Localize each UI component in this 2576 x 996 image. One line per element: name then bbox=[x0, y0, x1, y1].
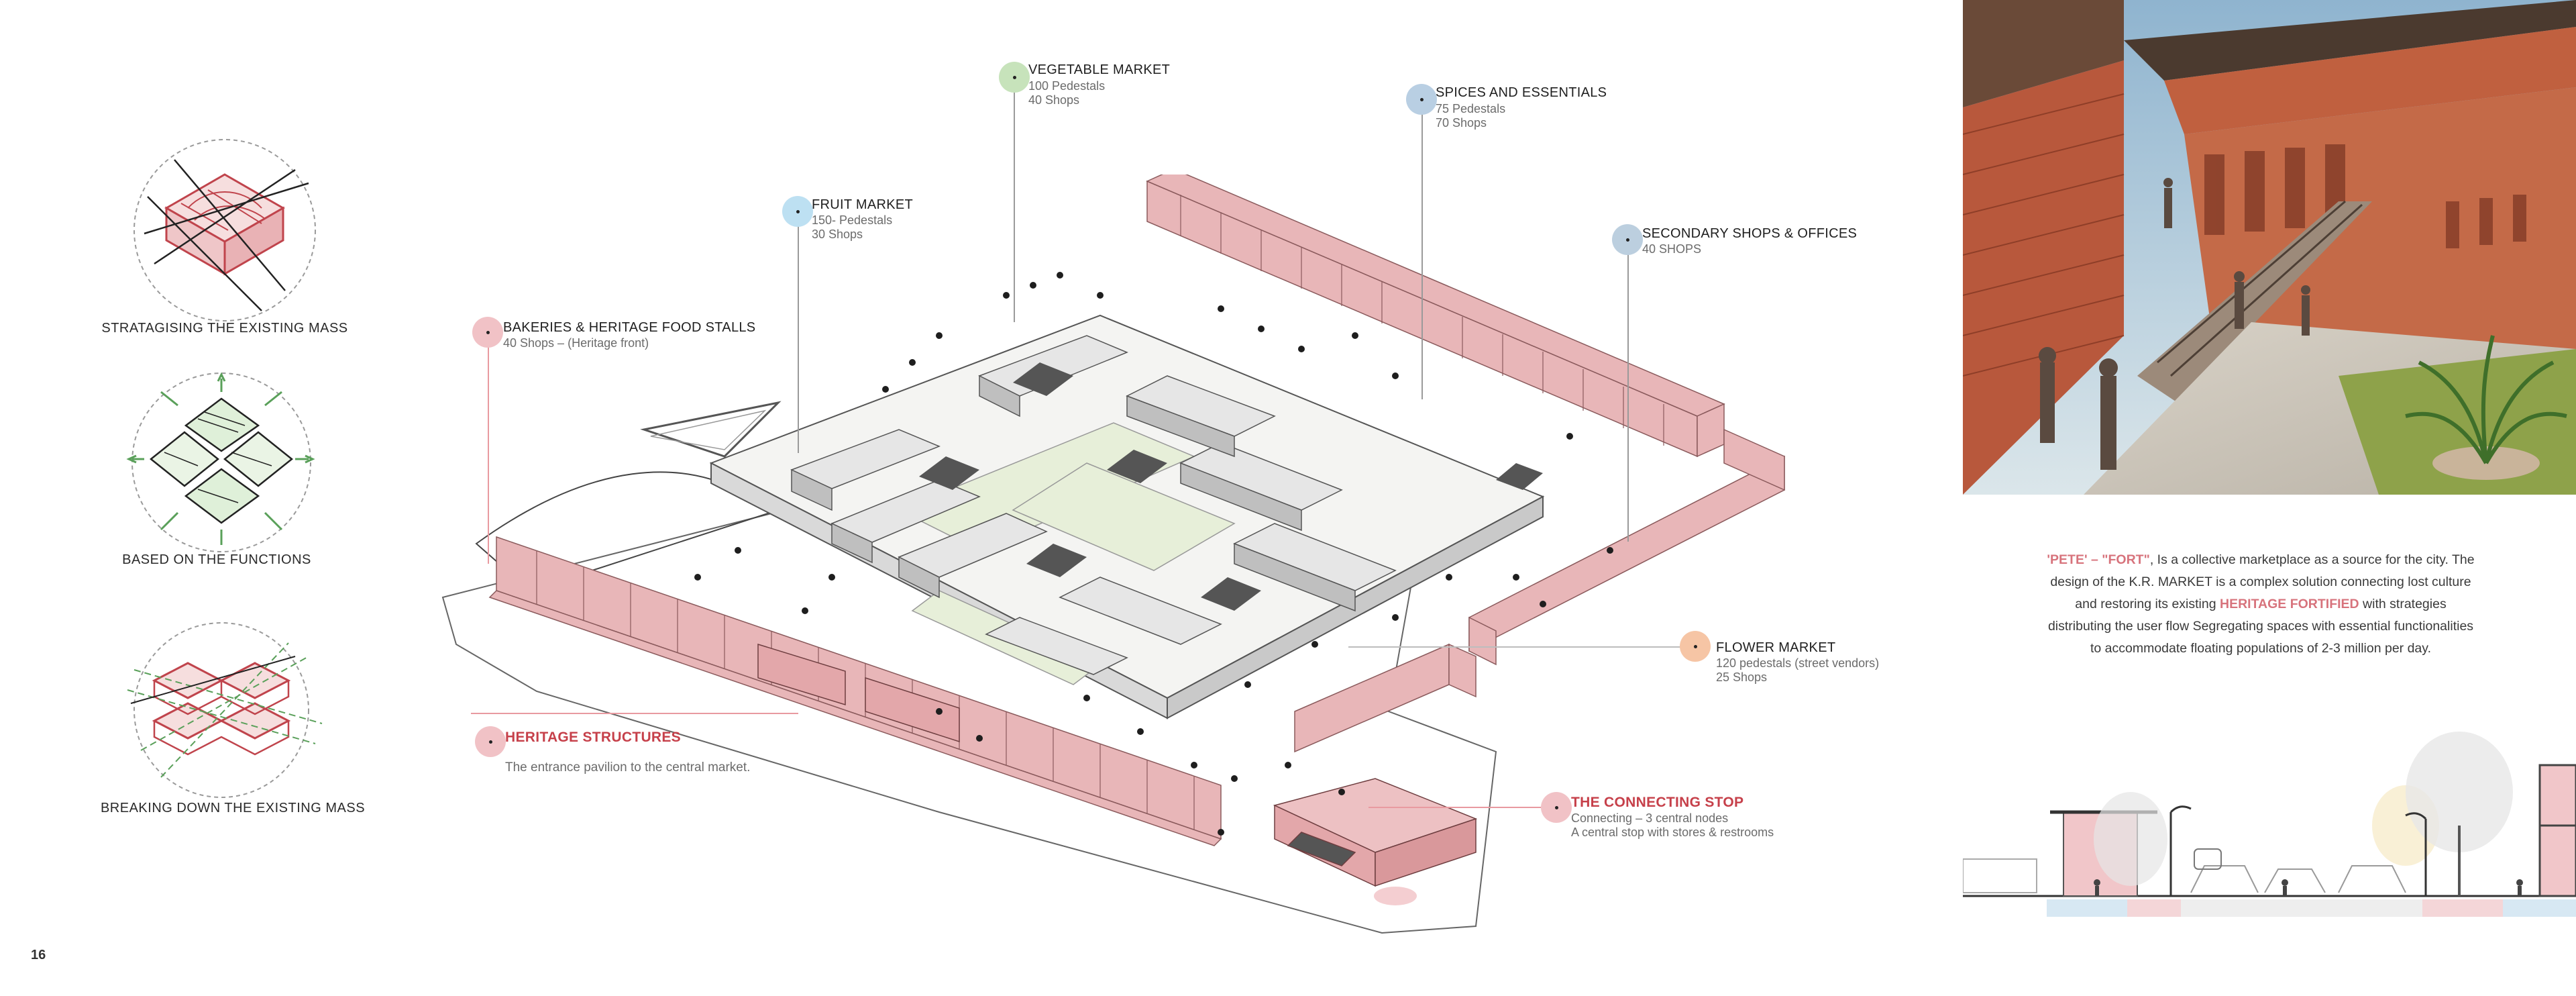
project-description: 'PETE' – "FORT", Is a collective marketp… bbox=[2046, 549, 2475, 660]
secondary-dot bbox=[1612, 224, 1643, 255]
fruit-title: FRUIT MARKET bbox=[812, 197, 914, 212]
bakeries-leader bbox=[488, 332, 489, 564]
flower-dot bbox=[1680, 631, 1711, 662]
fruit-dot bbox=[782, 196, 813, 227]
secondary-line1: 40 SHOPS bbox=[1642, 242, 1702, 256]
spices-dot bbox=[1406, 84, 1437, 115]
spices-line1: 75 Pedestals bbox=[1436, 102, 1506, 115]
secondary-title: SECONDARY SHOPS & OFFICES bbox=[1642, 226, 1858, 241]
vegetable-title: VEGETABLE MARKET bbox=[1028, 62, 1171, 77]
bakeries-line1: 40 Shops – (Heritage front) bbox=[503, 336, 649, 350]
flower-title: FLOWER MARKET bbox=[1716, 640, 1836, 655]
connecting-dot bbox=[1541, 792, 1572, 823]
heritage-leader bbox=[471, 713, 798, 714]
street-section bbox=[1963, 732, 2576, 917]
step-2-caption: BASED ON THE FUNCTIONS bbox=[122, 552, 311, 567]
description-highlight-heritage: HERITAGE FORTIFIED bbox=[2220, 597, 2359, 611]
fruit-line1: 150- Pedestals bbox=[812, 213, 893, 227]
bakeries-dot bbox=[472, 317, 503, 348]
step-1-diagram bbox=[133, 139, 316, 321]
spices-line2: 70 Shops bbox=[1436, 116, 1487, 130]
heritage-title: HERITAGE STRUCTURES bbox=[505, 730, 681, 745]
secondary-leader bbox=[1627, 240, 1629, 542]
market-axonometric bbox=[441, 175, 1785, 934]
fruit-line2: 30 Shops bbox=[812, 228, 863, 241]
step-2-diagram bbox=[126, 372, 315, 552]
description-part-2: with strategies distributing the user fl… bbox=[2047, 597, 2474, 656]
step-1-caption: STRATAGISING THE EXISTING MASS bbox=[101, 321, 348, 336]
step-3-diagram bbox=[127, 622, 323, 798]
connecting-line1: Connecting – 3 central nodes bbox=[1571, 811, 1729, 825]
heritage-line1: The entrance pavilion to the central mar… bbox=[505, 760, 751, 775]
market-render bbox=[1963, 0, 2576, 495]
vegetable-line1: 100 Pedestals bbox=[1028, 79, 1106, 93]
vegetable-leader bbox=[1014, 77, 1015, 322]
connecting-title: THE CONNECTING STOP bbox=[1571, 795, 1744, 810]
flower-line2: 25 Shops bbox=[1716, 670, 1768, 684]
description-part-1: , Is a collective marketplace as a sourc… bbox=[2050, 552, 2475, 611]
bakeries-title: BAKERIES & HERITAGE FOOD STALLS bbox=[503, 320, 756, 335]
spices-title: SPICES AND ESSENTIALS bbox=[1436, 85, 1607, 100]
description-highlight-pete: 'PETE' – "FORT" bbox=[2047, 552, 2150, 567]
step-3-caption: BREAKING DOWN THE EXISTING MASS bbox=[100, 801, 366, 815]
connecting-line2: A central stop with stores & restrooms bbox=[1571, 826, 1774, 839]
heritage-dot bbox=[475, 726, 506, 757]
connecting-leader bbox=[1368, 807, 1570, 808]
page-number: 16 bbox=[31, 948, 46, 962]
flower-leader bbox=[1348, 646, 1697, 648]
flower-line1: 120 pedestals (street vendors) bbox=[1716, 656, 1880, 670]
vegetable-line2: 40 Shops bbox=[1028, 93, 1080, 107]
spices-leader bbox=[1421, 99, 1423, 399]
fruit-leader bbox=[798, 211, 799, 453]
vegetable-dot bbox=[999, 62, 1030, 93]
